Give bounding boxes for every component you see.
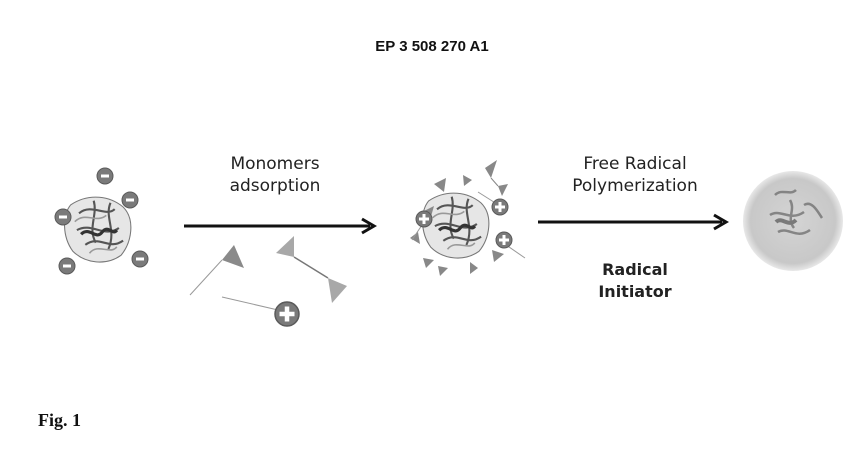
step-1-label: Monomers adsorption <box>190 153 360 197</box>
protein-stage-1 <box>54 167 149 275</box>
monomer-icon <box>221 296 300 327</box>
positive-charge-icon <box>495 231 513 249</box>
negative-charge-icon <box>54 208 72 226</box>
positive-charge-icon <box>491 198 509 216</box>
encapsulated-protein <box>769 188 824 235</box>
monomer-icon <box>189 245 244 296</box>
arrow-free-radical-polymerization <box>538 213 729 231</box>
step-2-label-line1: Free Radical <box>583 154 687 174</box>
patent-number: EP 3 508 270 A1 <box>375 38 489 55</box>
step-1-label-line2: adsorption <box>229 176 321 196</box>
arrow-monomers-adsorption <box>184 217 377 235</box>
monomers-group <box>189 236 347 327</box>
positive-charge-icon <box>274 301 300 327</box>
negative-charge-icon <box>121 191 139 209</box>
monomer-icon <box>276 236 347 303</box>
protein-stage-2 <box>410 160 526 276</box>
step-1-label-line1: Monomers <box>230 154 320 174</box>
protein-structure <box>420 191 491 260</box>
negative-charge-icon <box>58 257 76 275</box>
step-2-label: Free Radical Polymerization <box>550 153 720 197</box>
figure-caption: Fig. 1 <box>38 410 81 430</box>
reagent-label-line1: Radical <box>602 260 668 279</box>
negative-charge-icon <box>131 250 149 268</box>
protein-structure <box>62 195 133 264</box>
reagent-label-line2: Initiator <box>598 282 672 301</box>
reagent-label: Radical Initiator <box>565 259 705 303</box>
positive-charge-icon <box>415 210 433 228</box>
nanocapsule <box>743 171 843 271</box>
step-2-label-line2: Polymerization <box>572 176 698 196</box>
negative-charge-icon <box>96 167 114 185</box>
